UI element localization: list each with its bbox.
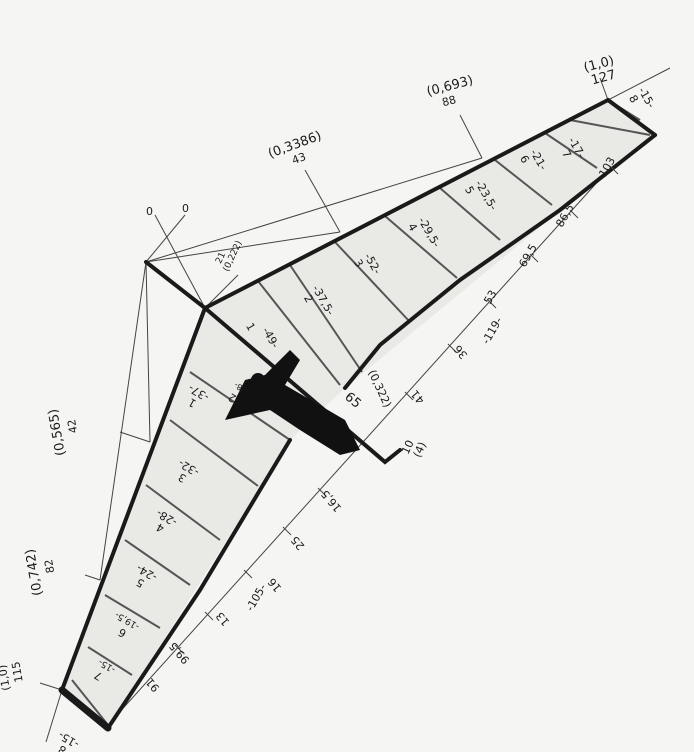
value-label: 88 xyxy=(441,93,458,109)
right-tip xyxy=(606,98,657,137)
leader xyxy=(119,431,151,443)
pilot-figure xyxy=(225,350,360,455)
value-label: 115 xyxy=(9,660,25,683)
ruler-tick-label: 91 xyxy=(143,675,162,694)
point-label-tip-right: (1,0) 127 xyxy=(582,53,618,88)
ruler-tick-label: 41 xyxy=(408,387,427,406)
sail xyxy=(62,100,652,728)
rib-text: 8 xyxy=(626,93,641,106)
keel-label: (0,322) xyxy=(365,368,394,410)
leader xyxy=(84,574,101,581)
wire xyxy=(145,261,151,443)
wire xyxy=(145,157,483,263)
leader xyxy=(39,682,63,691)
right-trailing-edge xyxy=(343,133,657,390)
point-label-42: (0,565) 42 xyxy=(46,408,80,457)
point-label-tip-left: (1,0) 115 xyxy=(0,660,26,691)
leader xyxy=(304,169,341,233)
wire xyxy=(145,214,186,263)
left-le-extension xyxy=(45,689,63,743)
ruler-tick-label: 69,5 xyxy=(516,242,540,270)
span-label: -119- xyxy=(479,315,505,347)
keel-value: 65 xyxy=(341,390,363,412)
ruler-tick-label: 53 xyxy=(481,288,499,307)
left-trailing-edge xyxy=(106,438,292,730)
left-tip xyxy=(58,686,112,732)
rib-label: -15-8 xyxy=(626,85,658,111)
value-label: 127 xyxy=(590,67,618,88)
coord-label: (0,322) xyxy=(365,368,394,410)
pilot-head xyxy=(251,373,265,387)
ruler-ticks xyxy=(174,165,619,654)
nose-label: 0 xyxy=(182,202,189,215)
leader xyxy=(459,114,483,159)
point-label-21: (0,222) 21 xyxy=(214,239,244,273)
wire xyxy=(204,274,239,309)
left-leading-edge xyxy=(60,306,207,692)
wire xyxy=(145,231,341,263)
rib-text: 8 xyxy=(56,742,69,752)
ruler-tick-label: 16 xyxy=(265,575,284,594)
coord-label: (0,742) xyxy=(23,548,46,597)
right-leading-edge xyxy=(203,98,610,310)
value-label: 82 xyxy=(42,558,57,574)
ruler-tick-label: 36 xyxy=(451,342,470,361)
coord-label: (4) xyxy=(411,440,429,460)
coord-label: (0,565) xyxy=(46,408,69,457)
left-ribs xyxy=(71,371,291,726)
value-label: 43 xyxy=(290,150,308,167)
span-label: -105- xyxy=(243,582,269,614)
value-label: 21 xyxy=(214,251,228,266)
point-label-88: (0,693) 88 xyxy=(425,73,475,109)
leader xyxy=(599,77,609,101)
keel-end-label: 10 (4) xyxy=(399,438,429,460)
nose-label: 0 xyxy=(146,205,153,218)
rib-label: -15-8 xyxy=(56,728,82,752)
value-label: 10 xyxy=(399,438,417,456)
wire xyxy=(154,214,206,309)
ruler-tick-label: 16,5 xyxy=(319,487,345,514)
value-label: 42 xyxy=(65,418,80,434)
keel xyxy=(144,260,402,465)
point-label-43: (0,3386) 43 xyxy=(266,129,323,168)
ruler-tick-label: 13 xyxy=(213,609,232,628)
ruler-tick-label: 99,5 xyxy=(167,639,193,666)
wire xyxy=(99,261,147,581)
point-label-82: (0,742) 82 xyxy=(23,548,57,597)
ruler-tick-label: 25 xyxy=(288,533,307,552)
chord-ruler-line xyxy=(107,147,629,726)
